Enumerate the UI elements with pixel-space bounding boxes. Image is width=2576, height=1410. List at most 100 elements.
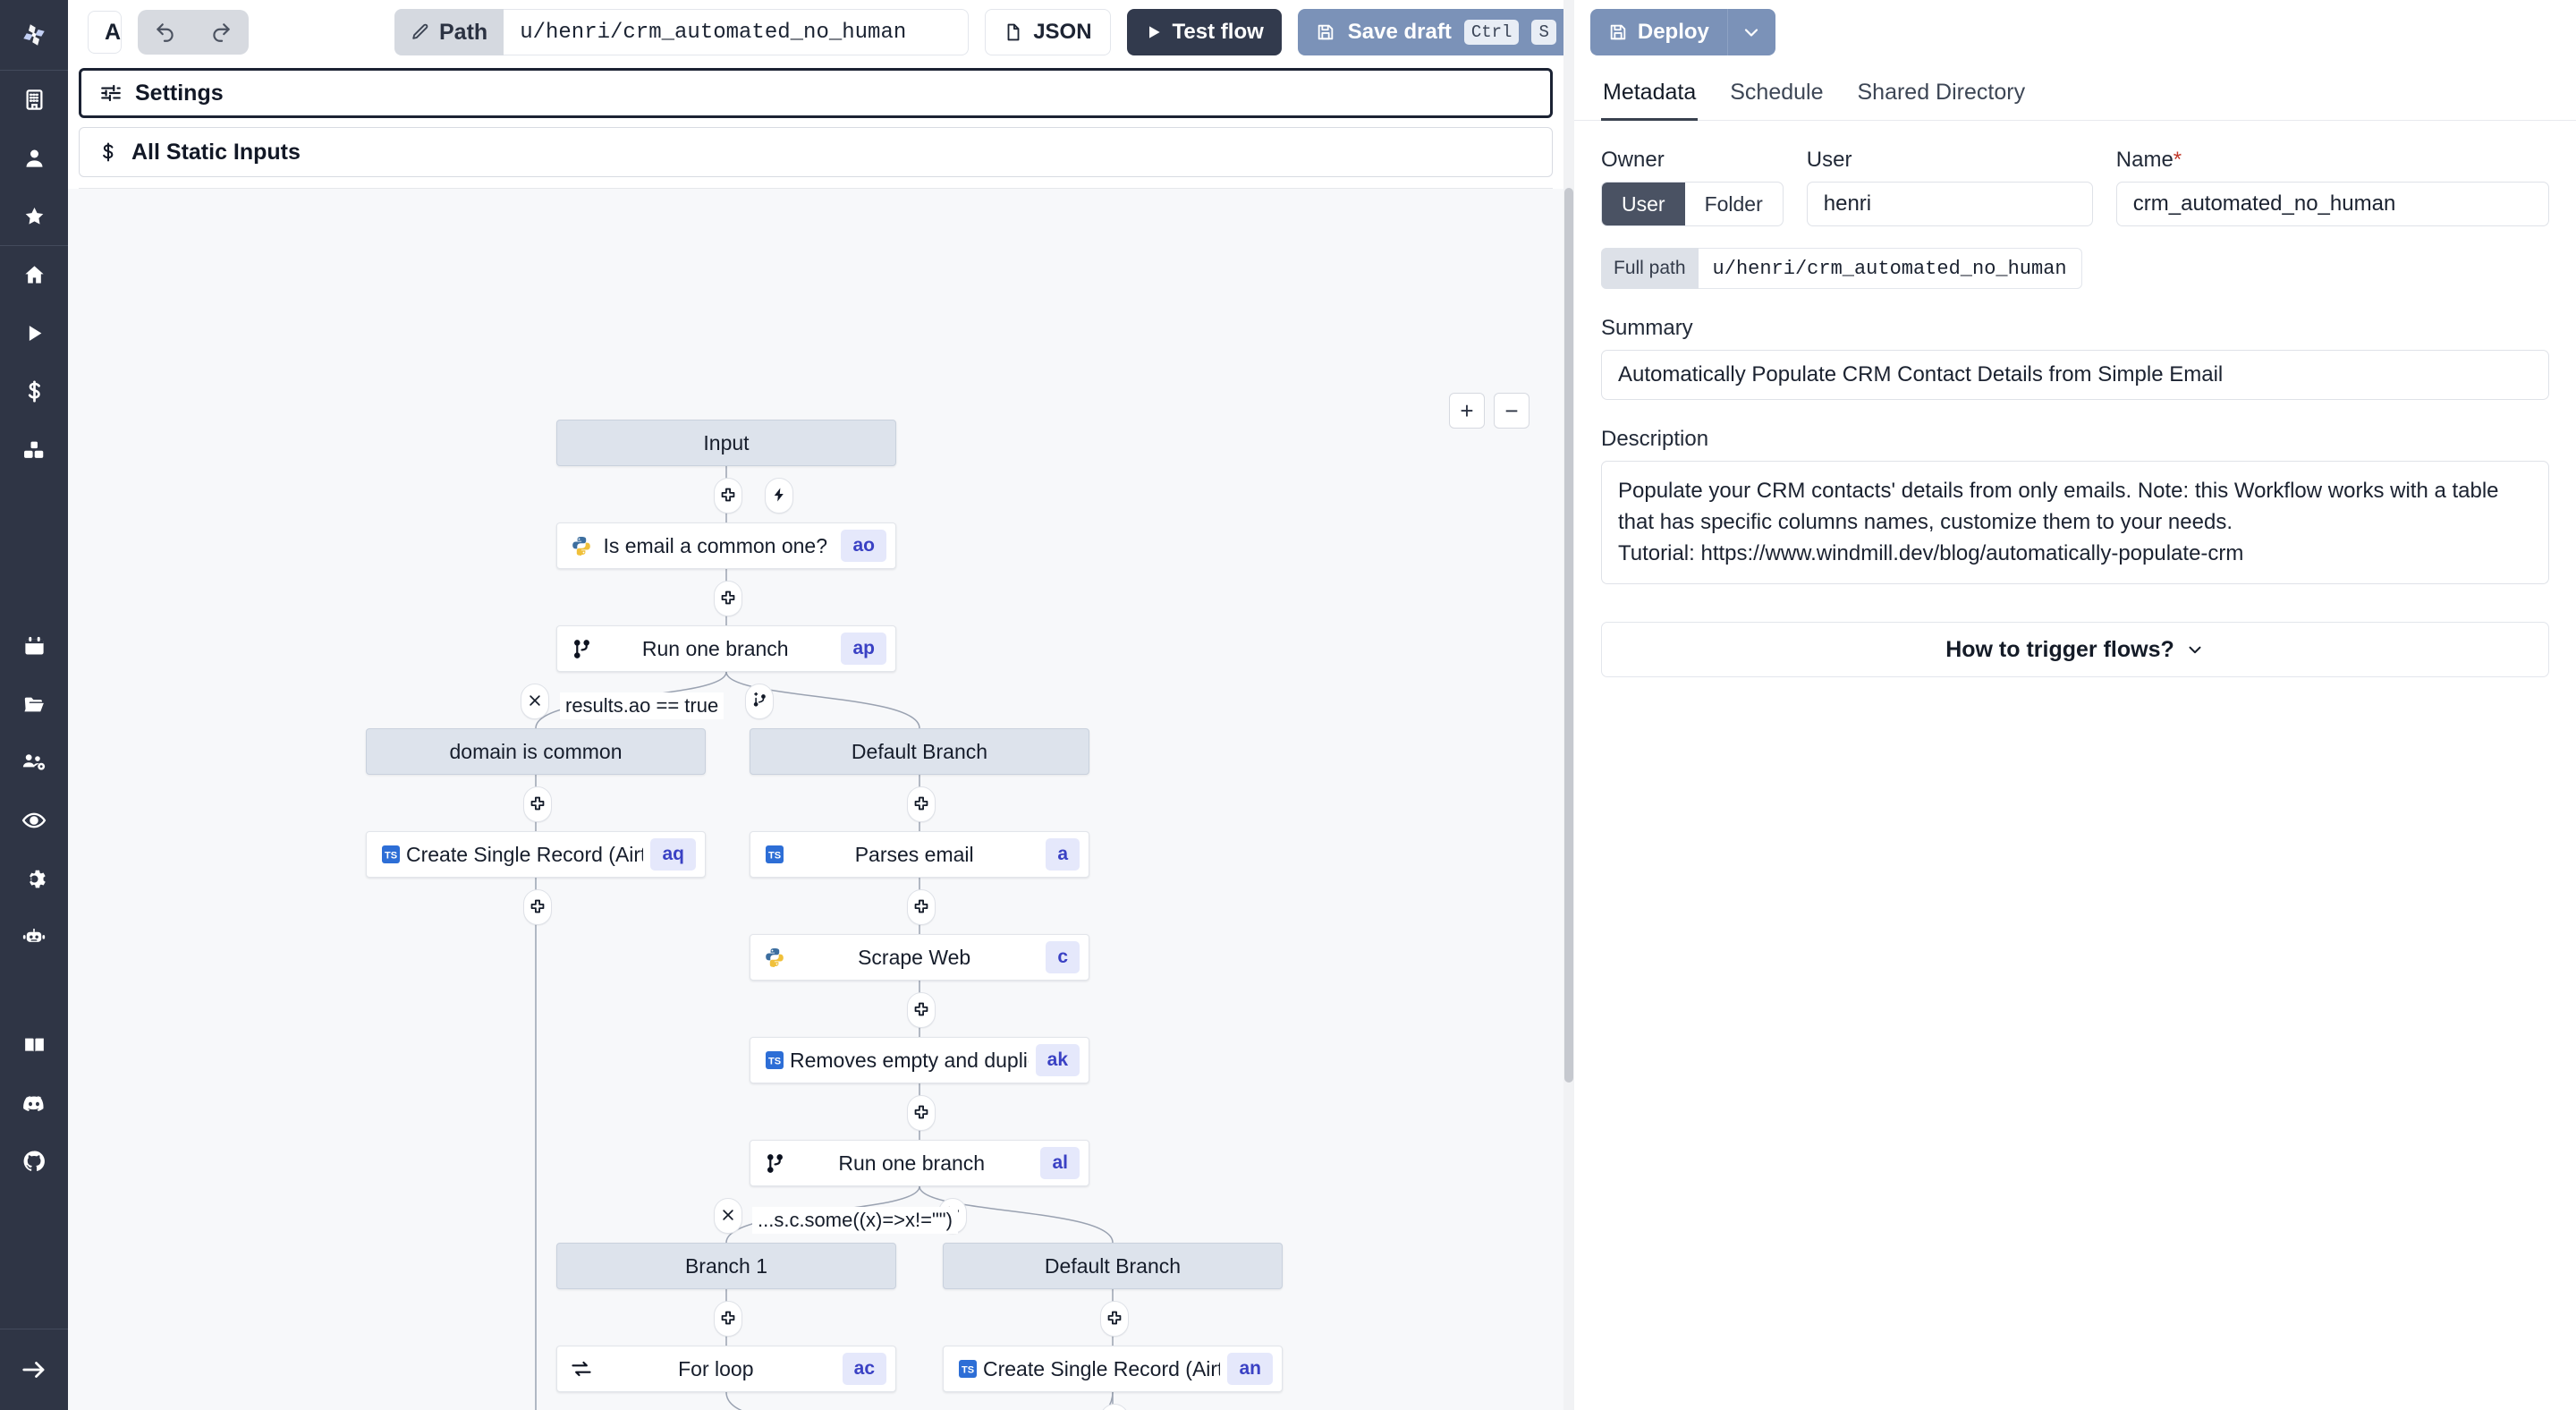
- groups-icon[interactable]: [0, 734, 68, 792]
- how-to-trigger-flows-label: How to trigger flows?: [1945, 636, 2174, 662]
- path-edit-button[interactable]: Path: [394, 9, 504, 55]
- add-step-handle[interactable]: [907, 1095, 936, 1131]
- workspace-icon[interactable]: [0, 71, 68, 129]
- flow-node-b1[interactable]: Branch 1: [556, 1243, 896, 1289]
- json-button[interactable]: JSON: [985, 9, 1111, 55]
- x-icon: [720, 1203, 736, 1229]
- resources-icon[interactable]: [0, 420, 68, 479]
- flow-title-input[interactable]: Automatically Populate CRM Contact Detai…: [88, 11, 122, 54]
- add-step-handle[interactable]: [1100, 1301, 1129, 1337]
- description-textarea[interactable]: Populate your CRM contacts' details from…: [1601, 461, 2549, 585]
- plus-icon: [913, 895, 929, 921]
- tab-schedule[interactable]: Schedule: [1730, 80, 1824, 105]
- flow-node-tag: al: [1040, 1147, 1080, 1179]
- folders-icon[interactable]: [0, 675, 68, 734]
- rail-group-expand: [0, 1329, 68, 1410]
- tab-metadata[interactable]: Metadata: [1601, 71, 1699, 121]
- tab-shared-directory[interactable]: Shared Directory: [1857, 80, 2026, 105]
- add-step-handle[interactable]: [907, 889, 936, 925]
- ai-agent-icon[interactable]: [0, 908, 68, 966]
- undo-icon[interactable]: [138, 10, 193, 55]
- add-step-handle[interactable]: [714, 478, 742, 514]
- zoom-in-button[interactable]: +: [1449, 393, 1485, 429]
- static-inputs-label: All Static Inputs: [131, 139, 301, 165]
- test-flow-button[interactable]: Test flow: [1126, 9, 1282, 55]
- star-icon[interactable]: [0, 187, 68, 245]
- zoom-out-button[interactable]: −: [1494, 393, 1530, 429]
- add-step-handle[interactable]: [714, 581, 742, 616]
- flow-node-tag: ap: [841, 633, 886, 665]
- plus-icon: [913, 792, 929, 818]
- docs-book-icon[interactable]: [0, 1016, 68, 1074]
- branch-condition-label: ...s.c.some((x)=>x!=""): [752, 1207, 958, 1234]
- flow-node-tag: aq: [650, 838, 696, 871]
- full-path-label: Full path: [1601, 248, 1699, 289]
- settings-icon[interactable]: [0, 850, 68, 908]
- add-step-handle[interactable]: [523, 889, 552, 925]
- user-icon[interactable]: [0, 129, 68, 187]
- full-path-value: u/henri/crm_automated_no_human: [1698, 248, 2082, 289]
- github-icon[interactable]: [0, 1133, 68, 1191]
- add-branch-handle[interactable]: [745, 684, 774, 719]
- deploy-button[interactable]: Deploy: [1589, 9, 1727, 55]
- save-draft-button[interactable]: Save draft Ctrl S: [1297, 9, 1574, 55]
- add-step-handle[interactable]: [714, 1301, 742, 1337]
- remove-branch-handle[interactable]: [714, 1198, 742, 1234]
- path-input[interactable]: u/henri/crm_automated_no_human: [504, 9, 970, 55]
- audit-logs-icon[interactable]: [0, 792, 68, 850]
- play-icon: [1148, 26, 1160, 38]
- owner-option-user[interactable]: User: [1602, 183, 1685, 225]
- owner-row: Owner User Folder User henri Name* crm_a…: [1601, 148, 2549, 226]
- left-sidebar: [0, 0, 68, 1410]
- flow-node-tag: an: [1227, 1353, 1273, 1385]
- summary-input[interactable]: Automatically Populate CRM Contact Detai…: [1601, 350, 2549, 400]
- home-icon[interactable]: [0, 246, 68, 304]
- flow-node-b-def1[interactable]: Default Branch: [750, 728, 1089, 775]
- add-step-handle[interactable]: [907, 786, 936, 822]
- add-step-handle[interactable]: [907, 992, 936, 1028]
- flow-node-input[interactable]: Input: [556, 420, 896, 466]
- pencil-icon: [412, 23, 428, 39]
- schedules-icon[interactable]: [0, 617, 68, 675]
- name-input[interactable]: crm_automated_no_human: [2115, 182, 2549, 226]
- deploy-dropdown-button[interactable]: [1726, 9, 1775, 55]
- scrollbar-thumb[interactable]: [1564, 188, 1573, 1083]
- flow-node-tag: a: [1046, 838, 1080, 871]
- flow-node-ao[interactable]: Is email a common one?ao: [556, 522, 896, 569]
- add-step-handle[interactable]: [523, 786, 552, 822]
- variables-icon[interactable]: [0, 362, 68, 420]
- runs-icon[interactable]: [0, 304, 68, 362]
- owner-option-folder[interactable]: Folder: [1704, 191, 1763, 216]
- flow-node-al[interactable]: Run one branch al: [750, 1140, 1089, 1186]
- svg-text:TS: TS: [768, 850, 781, 861]
- static-inputs-bar[interactable]: All Static Inputs: [79, 127, 1553, 177]
- save-shortcut-key: S: [1531, 20, 1556, 45]
- flow-node-label: Run one branch: [838, 1151, 986, 1175]
- top-toolbar: Automatically Populate CRM Contact Detai…: [68, 0, 1775, 64]
- user-input[interactable]: henri: [1806, 182, 2093, 226]
- discord-icon[interactable]: [0, 1074, 68, 1133]
- panel-scrollbar[interactable]: [1563, 0, 1574, 1410]
- redo-icon[interactable]: [193, 10, 249, 55]
- expand-arrow-icon[interactable]: [0, 1329, 68, 1410]
- windmill-logo-icon[interactable]: [0, 0, 68, 70]
- json-file-icon: [1007, 23, 1020, 41]
- how-to-trigger-flows-button[interactable]: How to trigger flows?: [1601, 622, 2549, 678]
- dollar-icon: [103, 142, 114, 162]
- remove-branch-handle[interactable]: [521, 684, 549, 719]
- flow-node-b-def2[interactable]: Default Branch: [943, 1243, 1283, 1289]
- flow-node-b-common[interactable]: domain is common: [366, 728, 706, 775]
- trigger-handle[interactable]: [765, 478, 793, 514]
- name-field: Name* crm_automated_no_human: [2115, 148, 2549, 226]
- flow-settings-bar[interactable]: Settings: [79, 68, 1553, 118]
- flow-node-label: domain is common: [449, 739, 623, 763]
- flow-node-label: Branch 1: [684, 1253, 768, 1278]
